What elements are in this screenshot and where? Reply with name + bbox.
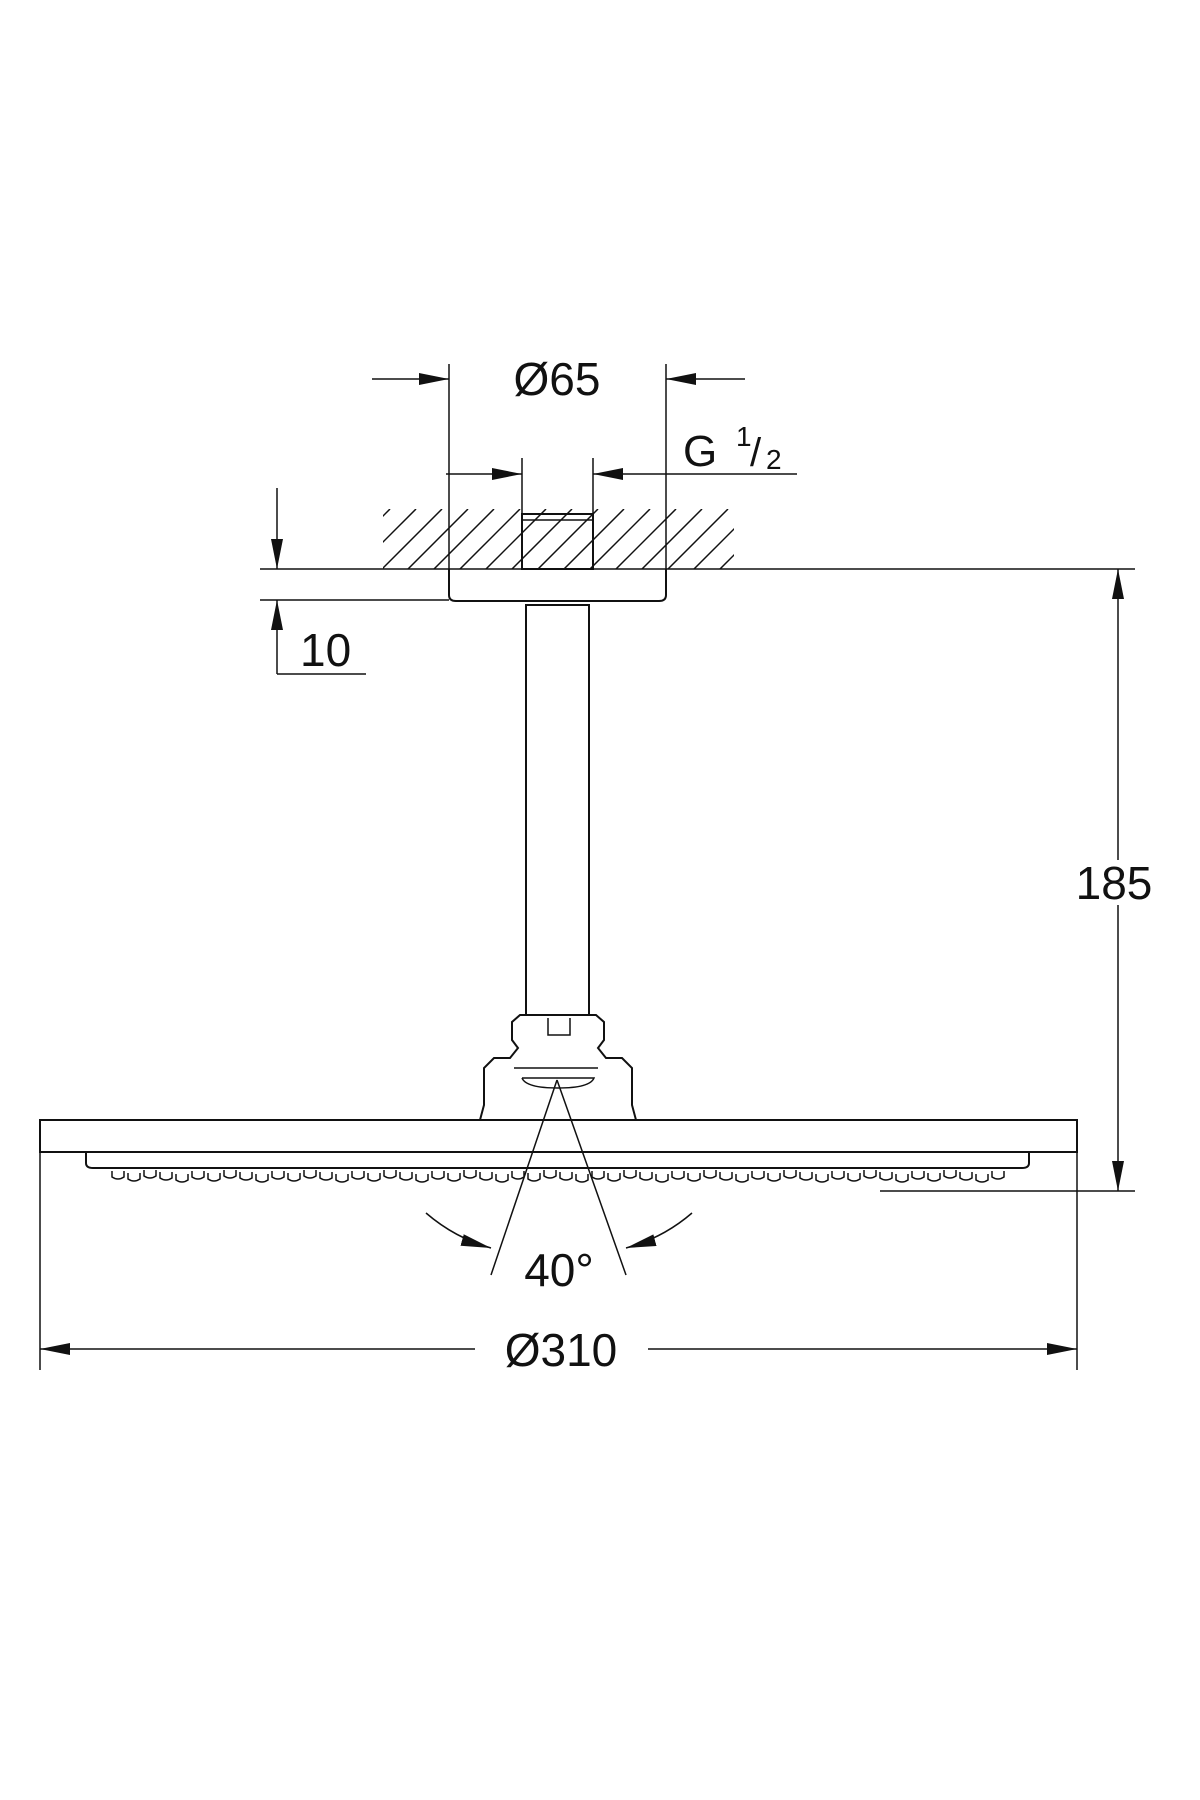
nozzle	[111, 1171, 125, 1180]
nozzle	[591, 1171, 605, 1180]
nozzle	[191, 1171, 205, 1180]
nozzle	[463, 1170, 477, 1179]
hatch-line	[746, 509, 806, 569]
hatch-line	[719, 553, 734, 569]
nozzle	[975, 1174, 989, 1183]
ceiling-hatch	[383, 509, 806, 569]
hatch-line	[383, 509, 391, 518]
hatch-line	[485, 509, 547, 569]
nozzle	[799, 1172, 813, 1181]
nozzle	[911, 1171, 925, 1180]
nozzle	[943, 1170, 957, 1179]
thread-numerator: 1	[736, 421, 752, 452]
hatch-line	[407, 509, 469, 569]
nozzle	[639, 1172, 653, 1181]
nozzle	[863, 1170, 877, 1179]
nozzle	[879, 1172, 893, 1181]
nozzle	[543, 1170, 557, 1179]
nozzle	[175, 1174, 189, 1183]
nozzle	[783, 1170, 797, 1179]
hatch-line	[537, 509, 599, 569]
nozzle	[207, 1173, 221, 1182]
hatch-line	[383, 509, 443, 569]
nozzle	[271, 1171, 285, 1180]
hatch-line	[693, 527, 734, 569]
nozzle	[623, 1170, 637, 1179]
nozzle	[735, 1174, 749, 1183]
nozzle	[431, 1171, 445, 1180]
dim-total-height: 185	[1076, 857, 1153, 909]
hatch-line	[641, 509, 703, 569]
hatch-line	[589, 509, 651, 569]
nozzle	[351, 1171, 365, 1180]
nozzle	[847, 1173, 861, 1182]
nozzle	[607, 1173, 621, 1182]
nozzle	[303, 1170, 317, 1179]
nozzle	[367, 1173, 381, 1182]
hatch-line	[383, 509, 417, 544]
dim-spray-angle: 40°	[524, 1244, 594, 1296]
nozzle	[687, 1173, 701, 1182]
nozzle	[399, 1172, 413, 1181]
nozzle	[831, 1171, 845, 1180]
flange	[448, 569, 667, 602]
nozzle	[383, 1170, 397, 1179]
nozzle	[335, 1174, 349, 1183]
nozzle	[127, 1173, 141, 1182]
dim-thread: G 1 / 2	[683, 421, 782, 476]
nozzle	[895, 1174, 909, 1183]
nozzle	[511, 1171, 525, 1180]
nozzle	[495, 1174, 509, 1183]
nozzle	[415, 1174, 429, 1183]
nozzle	[655, 1174, 669, 1183]
pipe	[525, 604, 590, 1016]
hatch-line	[433, 509, 495, 569]
hatch-line	[667, 509, 729, 569]
nozzle	[703, 1170, 717, 1179]
nozzle	[223, 1170, 237, 1179]
nozzle	[447, 1173, 461, 1182]
nozzle	[479, 1172, 493, 1181]
nozzle	[255, 1174, 269, 1183]
hatch-line	[615, 509, 677, 569]
spray-plate	[85, 1152, 1030, 1169]
nozzle	[239, 1172, 253, 1181]
svg-text:/: /	[750, 431, 762, 475]
nozzle	[927, 1173, 941, 1182]
nozzle	[143, 1170, 157, 1179]
nozzle	[671, 1171, 685, 1180]
thread-letter: G	[683, 427, 717, 476]
dim-head-diameter: Ø310	[505, 1324, 618, 1376]
shower-head-body	[39, 1119, 1078, 1153]
thread-denominator: 2	[766, 444, 782, 475]
nozzle	[959, 1172, 973, 1181]
dim-flange-height: 10	[300, 624, 351, 676]
nozzle	[287, 1173, 301, 1182]
spray-nozzles	[111, 1170, 1005, 1183]
nozzle	[159, 1172, 173, 1181]
nozzle	[319, 1172, 333, 1181]
nozzle	[991, 1171, 1005, 1180]
nozzle	[815, 1174, 829, 1183]
dim-flange-diameter: Ø65	[514, 353, 601, 405]
nozzle	[719, 1172, 733, 1181]
nozzle	[575, 1174, 589, 1183]
nozzle	[559, 1172, 573, 1181]
nozzle	[751, 1171, 765, 1180]
nozzle	[767, 1173, 781, 1182]
hatch-line	[459, 509, 521, 569]
nozzle	[527, 1173, 541, 1182]
